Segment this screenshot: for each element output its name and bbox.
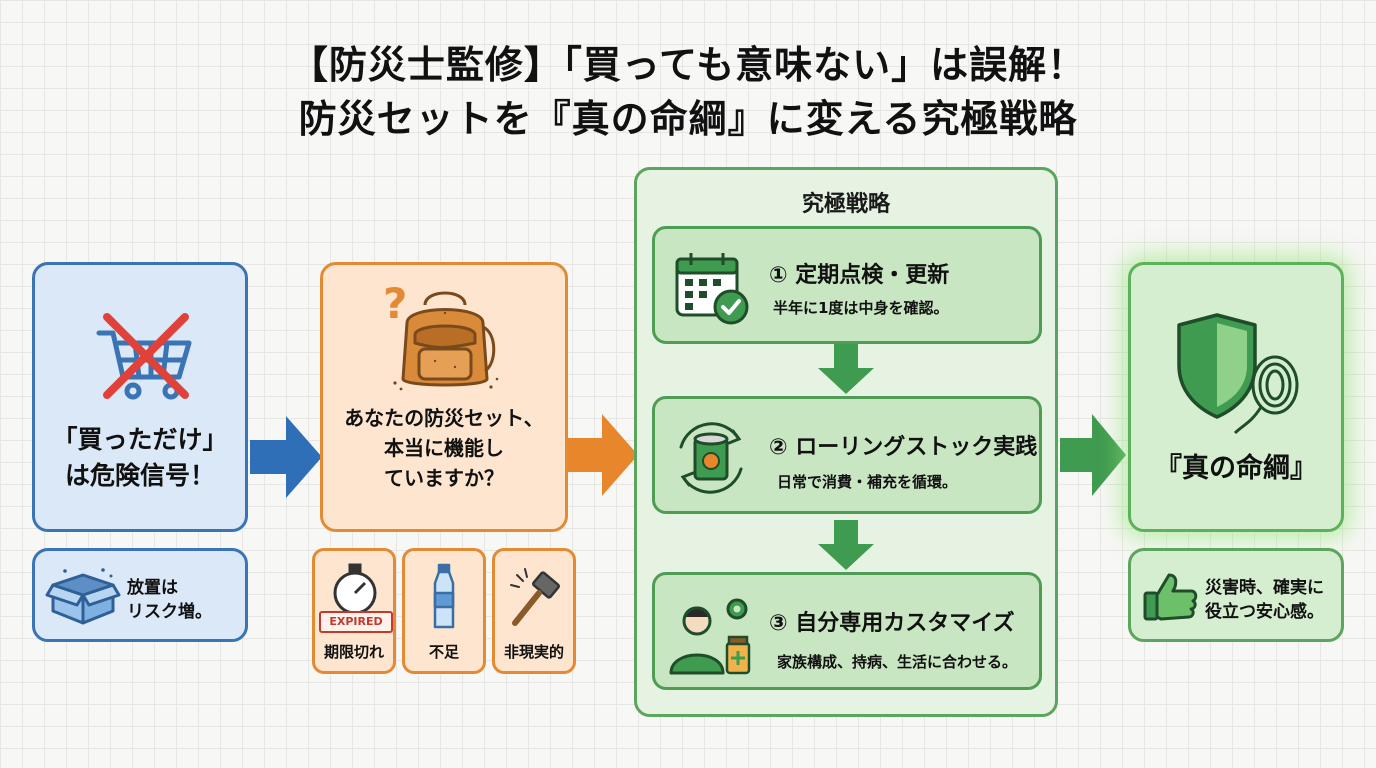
step-1-title: ① 定期点検・更新	[769, 263, 950, 288]
orange-arrow-icon	[568, 414, 638, 496]
step-2-title: ② ローリングストック実践	[769, 435, 1038, 460]
lifeline-card: 『真の命綱』	[1128, 262, 1344, 532]
shopping-cart-crossed-icon	[96, 313, 192, 400]
page-title-line1: 【防災士監修】「買っても意味ない」は誤解！	[289, 43, 1087, 87]
strategy-step-1: ① 定期点検・更新 半年に1度は中身を確認。	[652, 226, 1042, 344]
water-bottle-icon	[433, 563, 455, 629]
question-card: ? あなたの防災セット、 本当に機能し ていますか？	[320, 262, 568, 532]
expired-stamp: EXPIRED	[319, 611, 393, 633]
problem-expired-card: EXPIRED 期限切れ	[312, 548, 396, 674]
down-arrow-icon-1	[818, 344, 874, 394]
blue-arrow-icon	[250, 416, 322, 498]
step-3-desc: 家族構成、持病、生活に合わせる。	[777, 653, 1018, 671]
strategy-step-3: ③ 自分専用カスタマイズ 家族構成、持病、生活に合わせる。	[652, 572, 1042, 690]
neglect-line1: 放置は	[127, 578, 178, 598]
neglect-risk-card: 放置は リスク増。	[32, 548, 248, 642]
warning-line1: 「買っただけ」	[52, 425, 228, 454]
person-customize-icon	[669, 598, 751, 675]
problem-label-impractical: 非現実的	[503, 643, 564, 661]
rolling-can-icon	[679, 422, 743, 494]
peace-line1: 災害時、確実に	[1205, 578, 1324, 598]
strategy-step-2: ② ローリングストック実践 日常で消費・補充を循環。	[652, 396, 1042, 514]
warning-line2: は危険信号！	[64, 461, 215, 490]
peace-line2: 役立つ安心感。	[1205, 602, 1324, 622]
peace-of-mind-card: 災害時、確実に 役立つ安心感。	[1128, 548, 1344, 642]
warning-card: 「買っただけ」 は危険信号！	[32, 262, 248, 532]
shield-rope-icon	[1177, 313, 1299, 435]
calendar-check-icon	[675, 253, 749, 325]
hammer-icon	[510, 568, 561, 626]
step-1-desc: 半年に1度は中身を確認。	[773, 299, 949, 317]
old-backpack-icon	[393, 291, 499, 391]
problem-label-expired: 期限切れ	[323, 643, 384, 661]
problem-label-shortage: 不足	[428, 643, 459, 661]
page-title-line2: 防災セットを『真の命綱』に変える究極戦略	[298, 97, 1078, 141]
step-2-desc: 日常で消費・補充を循環。	[777, 473, 958, 491]
lifeline-title: 『真の命綱』	[1155, 453, 1317, 484]
step-3-title: ③ 自分専用カスタマイズ	[769, 611, 1015, 636]
strategy-heading: 究極戦略	[801, 192, 890, 217]
thumbs-up-icon	[1143, 573, 1198, 621]
open-box-icon	[45, 568, 121, 625]
neglect-line2: リスク増。	[127, 602, 212, 622]
problem-shortage-card: 不足	[402, 548, 486, 674]
question-line2: 本当に機能し	[384, 436, 504, 460]
down-arrow-icon-2	[818, 520, 874, 570]
problem-impractical-card: 非現実的	[492, 548, 576, 674]
question-line3: ていますか？	[384, 466, 504, 490]
question-line1: あなたの防災セット、	[344, 406, 544, 430]
green-arrow-icon	[1060, 414, 1126, 496]
question-mark-icon: ?	[383, 279, 408, 328]
